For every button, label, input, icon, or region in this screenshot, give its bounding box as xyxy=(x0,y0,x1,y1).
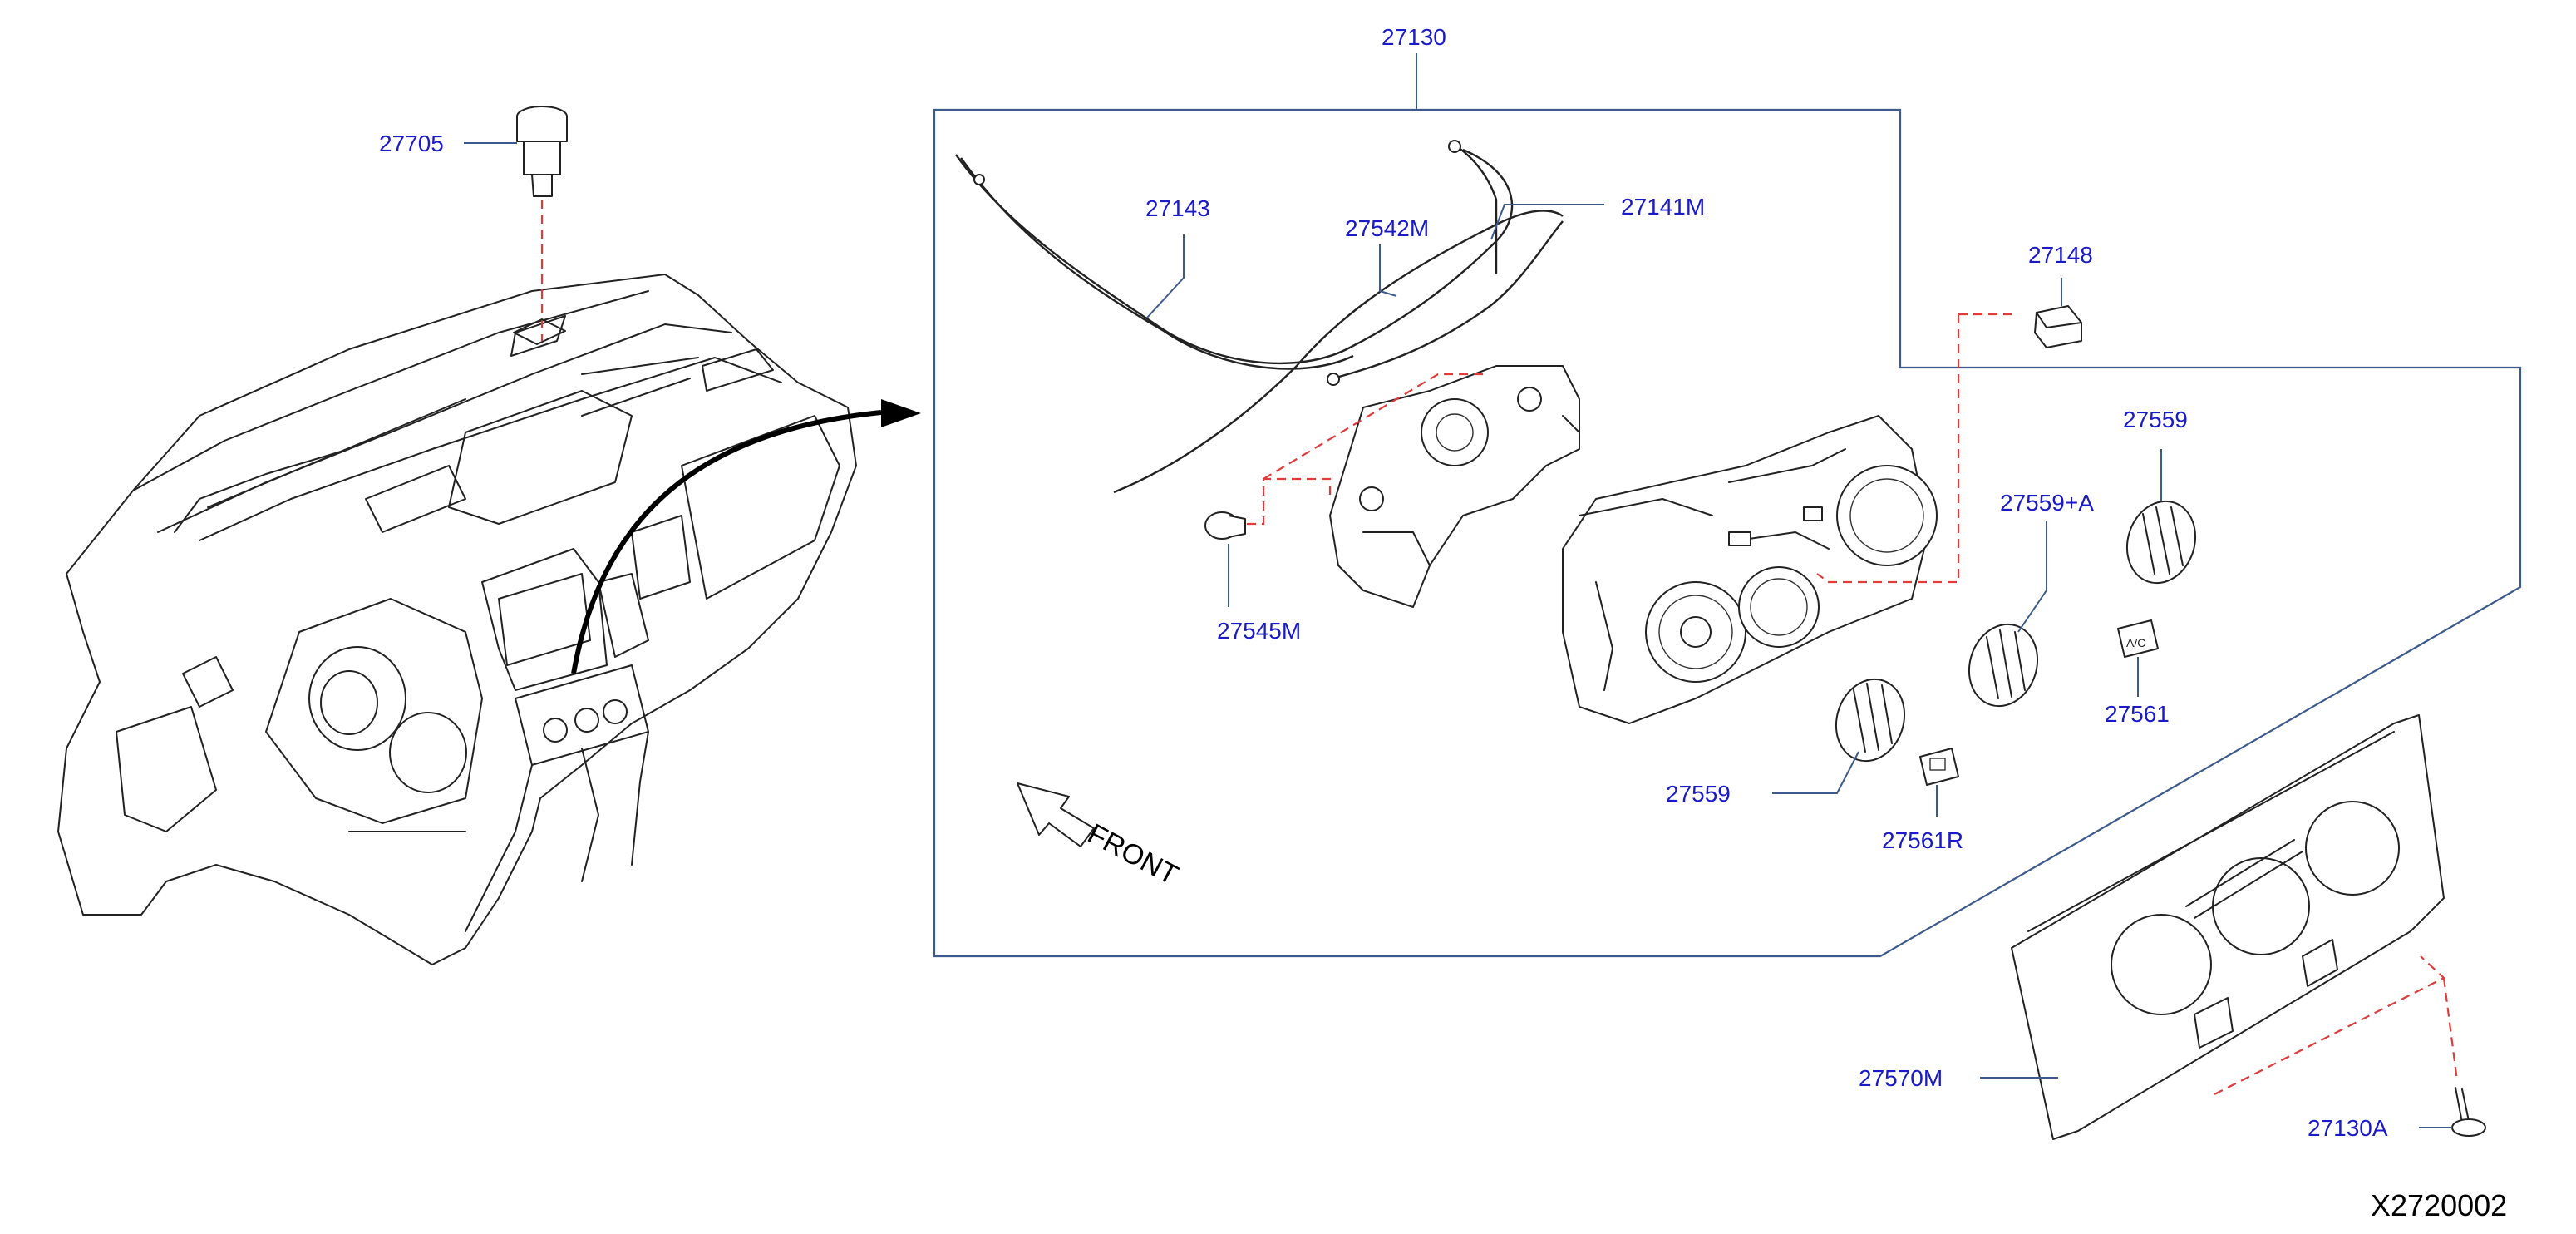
sensor-27705 xyxy=(513,106,568,345)
label-27545M: 27545M xyxy=(1217,618,1301,644)
label-27559-bottom: 27559 xyxy=(1666,781,1731,807)
label-27143: 27143 xyxy=(1145,195,1210,221)
bulb-27545M xyxy=(1204,511,1246,540)
front-arrow xyxy=(1017,782,1095,847)
label-27542M: 27542M xyxy=(1345,215,1429,241)
label-27130A: 27130A xyxy=(2308,1115,2388,1141)
control-bracket xyxy=(1329,365,1580,608)
label-27141M: 27141M xyxy=(1621,194,1705,220)
control-cables xyxy=(955,140,1564,494)
screw-27130A xyxy=(2451,1087,2486,1137)
guide-screw xyxy=(2442,977,2459,1082)
label-27559A: 27559+A xyxy=(2000,490,2094,516)
label-27561: 27561 xyxy=(2105,701,2170,727)
leader-lines xyxy=(464,142,2452,1128)
diagram-code: X2720002 xyxy=(2371,1188,2507,1222)
face-plate-27570M xyxy=(2011,714,2445,1140)
label-27561R: 27561R xyxy=(1882,827,1963,853)
front-label: FRONT xyxy=(1082,818,1183,892)
knob-27559-top xyxy=(2125,500,2197,585)
label-27559-top: 27559 xyxy=(2123,407,2188,432)
guide-bracket xyxy=(1263,373,1488,480)
assembly-boundary xyxy=(933,108,2522,958)
guide-heater xyxy=(1816,314,1960,584)
label-27705: 27705 xyxy=(379,131,444,156)
label-27130: 27130 xyxy=(1382,24,1446,50)
callout-arrow xyxy=(571,399,921,674)
label-27570M: 27570M xyxy=(1859,1065,1943,1091)
switch-27561R xyxy=(1919,748,1959,786)
knob-27559-bottom xyxy=(1835,678,1906,763)
ac-switch-27561: A/C xyxy=(2117,619,2159,658)
heater-control-unit xyxy=(1562,415,1938,724)
cap-27148 xyxy=(2034,305,2082,348)
svg-text:A/C: A/C xyxy=(2126,636,2145,649)
label-27148: 27148 xyxy=(2028,242,2093,268)
dashboard-illustration xyxy=(57,274,857,965)
guide-bulb xyxy=(1247,477,1332,526)
knob-27559A xyxy=(1968,623,2039,708)
